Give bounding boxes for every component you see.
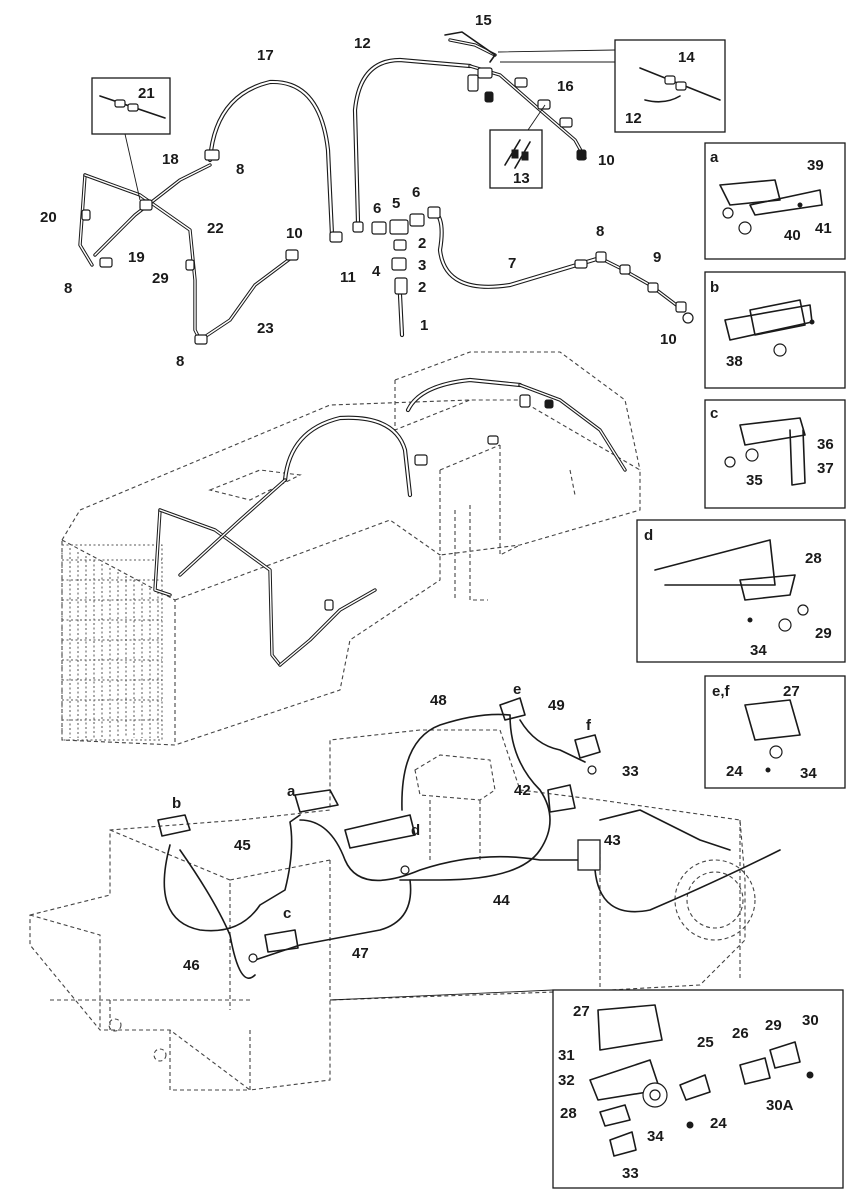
label-12: 12 [625,110,642,127]
label-47: 47 [352,945,369,962]
bottom-part-25: 25 [697,1034,714,1051]
label-45: 45 [234,837,251,854]
label-42: 42 [514,782,531,799]
bottom-part-29: 29 [765,1017,782,1034]
box-a-part-40: 40 [784,227,801,244]
label-6: 6 [412,184,420,201]
box-a-part-41: 41 [815,220,832,237]
label-48: 48 [430,692,447,709]
upper-hose-assembly [78,31,694,345]
detail-box-ef [704,675,846,789]
detail-box-b [704,271,846,389]
label-43: 43 [604,832,621,849]
label-9: 9 [653,249,661,266]
label-10: 10 [286,225,303,242]
label-23: 23 [257,320,274,337]
label-16: 16 [557,78,574,95]
label-8: 8 [596,223,604,240]
bottom-part-31: 31 [558,1047,575,1064]
box-d-part-28: 28 [805,550,822,567]
box-d-part-34: 34 [750,642,767,659]
bottom-part-24: 24 [710,1115,727,1132]
label-8: 8 [176,353,184,370]
label-6: 6 [373,200,381,217]
label-2: 2 [418,279,426,296]
detail-box-bottom [329,989,844,1189]
label-2: 2 [418,235,426,252]
box-c-part-35: 35 [746,472,763,489]
box-ef-part-27: 27 [783,683,800,700]
label-15: 15 [475,12,492,29]
box-c-letter: c [710,405,718,422]
label-5: 5 [392,195,400,212]
detail-box-21 [91,77,171,201]
label-3: 3 [418,257,426,274]
label-49: 49 [548,697,565,714]
box-c-part-36: 36 [817,436,834,453]
box-c-part-37: 37 [817,460,834,477]
label-46: 46 [183,957,200,974]
label-11: 11 [340,269,356,286]
detail-box-a [704,142,846,260]
box-ef-part-34: 34 [800,765,817,782]
detail-box-c [704,399,846,509]
lower-hose-routing [157,697,781,979]
bottom-part-28: 28 [560,1105,577,1122]
label-c: c [283,905,291,922]
label-33: 33 [622,763,639,780]
label-8: 8 [236,161,244,178]
label-20: 20 [40,209,57,226]
label-7: 7 [508,255,516,272]
label-19: 19 [128,249,145,266]
bottom-part-27: 27 [573,1003,590,1020]
machine-body-outline [29,351,756,1091]
label-4: 4 [372,263,381,280]
bottom-part-30: 30 [802,1012,819,1029]
box-ef-part-24: 24 [726,763,743,780]
label-17: 17 [257,47,274,64]
label-14: 14 [678,49,695,66]
detail-box-13 [489,104,546,189]
label-12: 12 [354,35,371,52]
label-13: 13 [513,170,530,187]
box-ef-letter: e,f [712,683,731,700]
box-a-letter: a [710,149,719,166]
box-b-letter: b [710,279,719,296]
label-b: b [172,795,181,812]
detail-box-14 [497,39,726,133]
detail-box-d [636,519,846,663]
box-b-part-38: 38 [726,353,743,370]
label-10: 10 [660,331,677,348]
label-f: f [586,717,592,734]
label-21: 21 [138,85,155,102]
part-labels: 1 2 2 3 4 5 6 6 7 8 8 8 8 9 10 10 10 11 … [40,12,834,1182]
label-d: d [411,822,420,839]
box-d-part-29: 29 [815,625,832,642]
bottom-part-34: 34 [647,1128,664,1145]
label-10: 10 [598,152,615,169]
bottom-part-26: 26 [732,1025,749,1042]
label-a: a [287,783,296,800]
label-29: 29 [152,270,169,287]
label-8: 8 [64,280,72,297]
bottom-part-32: 32 [558,1072,575,1089]
label-44: 44 [493,892,510,909]
box-d-letter: d [644,527,653,544]
label-1: 1 [420,317,428,334]
label-18: 18 [162,151,179,168]
box-a-part-39: 39 [807,157,824,174]
bottom-part-30A: 30A [766,1097,794,1114]
bottom-part-33: 33 [622,1165,639,1182]
label-e: e [513,681,521,698]
mounted-hose-view [153,377,627,667]
label-22: 22 [207,220,224,237]
